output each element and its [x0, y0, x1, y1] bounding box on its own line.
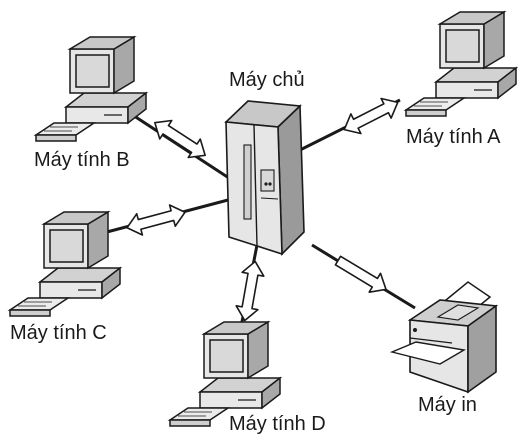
label-printer: Máy in: [418, 394, 477, 416]
label-server: Máy chủ: [229, 69, 305, 91]
label-computer-b: Máy tính B: [34, 149, 130, 171]
arrow-server-printer: [331, 250, 393, 300]
arrow-server-computer-a: [338, 91, 404, 141]
computer-d-icon: [169, 321, 281, 427]
link-server-computer-b: [124, 108, 233, 182]
label-computer-d: Máy tính D: [229, 413, 326, 435]
arrow-server-computer-c: [123, 200, 189, 240]
computer-c-icon: [9, 211, 121, 317]
computer-b-icon: [35, 36, 147, 142]
arrow-server-computer-d: [233, 258, 267, 324]
arrow-server-computer-b: [148, 112, 212, 166]
server-icon: [224, 100, 305, 256]
printer-icon: [389, 281, 499, 394]
computer-a-icon: [405, 11, 517, 117]
label-computer-a: Máy tính A: [406, 126, 501, 148]
label-computer-c: Máy tính C: [10, 322, 107, 344]
